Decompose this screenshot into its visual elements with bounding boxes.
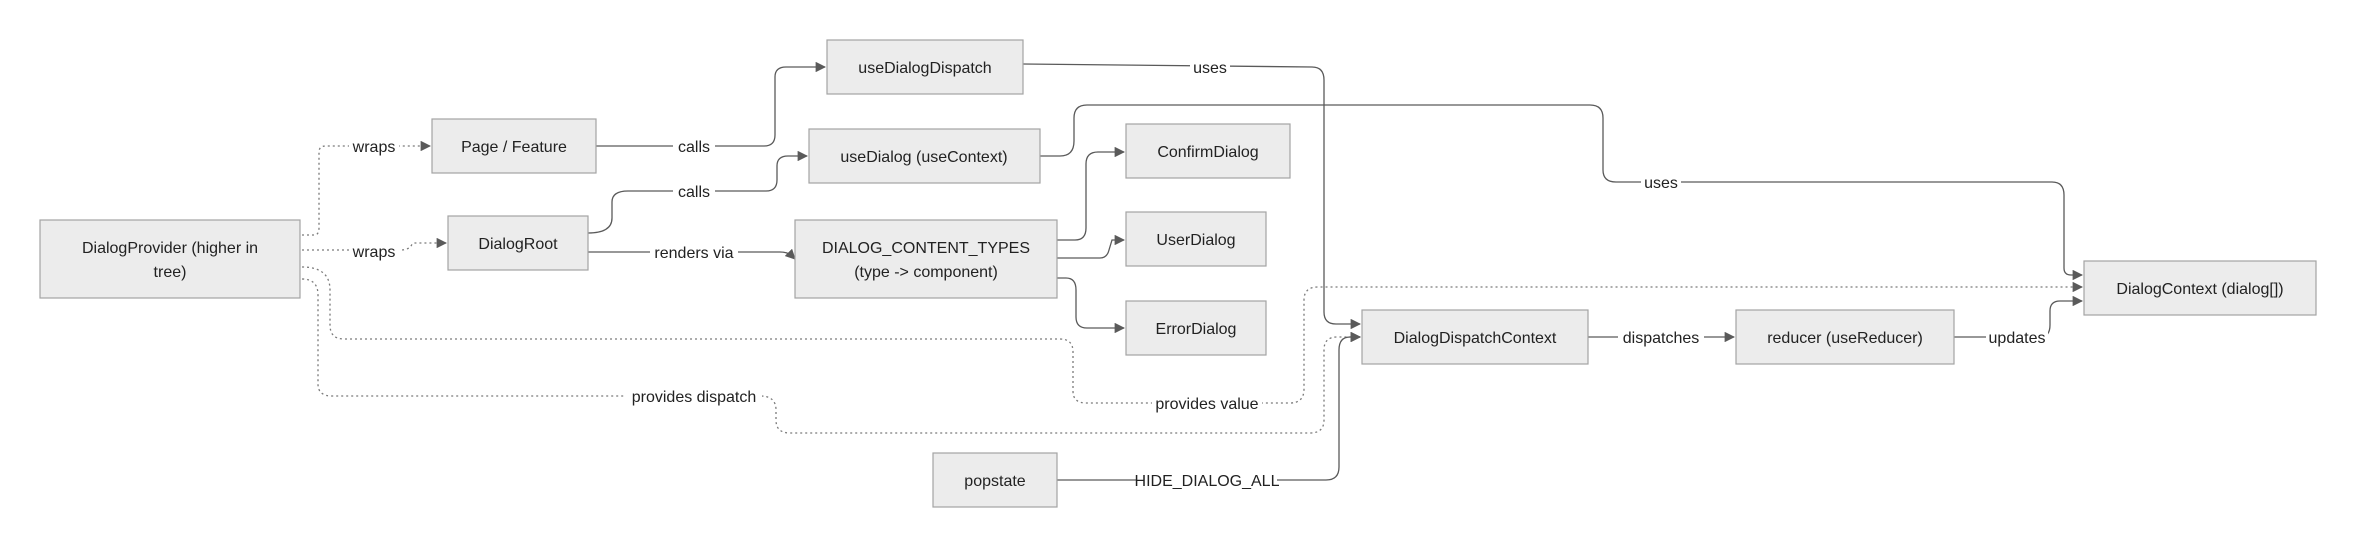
edge-types-confirm [1057, 146, 1126, 241]
svg-text:DialogRoot: DialogRoot [478, 236, 558, 253]
node-dialog-provider: DialogProvider (higher in tree) [39, 219, 301, 299]
svg-text:(type -> component): (type -> component) [854, 264, 998, 281]
svg-text:renders via: renders via [654, 245, 733, 262]
svg-text:UserDialog: UserDialog [1156, 232, 1235, 249]
edge-dialog-hook-uses [1040, 104, 2084, 281]
svg-text:DIALOG_CONTENT_TYPES: DIALOG_CONTENT_TYPES [822, 240, 1030, 257]
node-dialog-content-types: DIALOG_CONTENT_TYPES (type -> component) [794, 219, 1058, 299]
edge-types-user [1057, 234, 1126, 259]
svg-text:dispatches: dispatches [1623, 330, 1700, 347]
svg-text:wraps: wraps [352, 139, 396, 156]
svg-text:popstate: popstate [964, 473, 1025, 490]
label-wraps-root: wraps [349, 240, 399, 262]
label-renders-via: renders via [650, 241, 738, 263]
label-dispatches: dispatches [1618, 326, 1704, 348]
edge-types-error [1057, 277, 1126, 334]
node-use-dialog-dispatch: useDialogDispatch [826, 39, 1024, 95]
label-hide-dialog-all: HIDE_DIALOG_ALL [1135, 469, 1280, 491]
edge-popstate-hide-all [1057, 331, 1362, 481]
label-updates: updates [1986, 326, 2048, 348]
svg-text:reducer (useReducer): reducer (useReducer) [1767, 330, 1923, 347]
label-uses-dispatch: uses [1190, 56, 1230, 78]
svg-text:provides dispatch: provides dispatch [632, 389, 757, 406]
svg-text:wraps: wraps [352, 244, 396, 261]
svg-text:uses: uses [1644, 175, 1678, 192]
label-wraps-page: wraps [349, 135, 399, 157]
node-popstate: popstate [932, 452, 1058, 508]
svg-text:ConfirmDialog: ConfirmDialog [1157, 144, 1258, 161]
svg-text:calls: calls [678, 184, 710, 201]
svg-text:useDialog (useContext): useDialog (useContext) [840, 149, 1007, 166]
svg-text:Page / Feature: Page / Feature [461, 139, 567, 156]
label-calls-dialog: calls [673, 180, 715, 202]
node-error-dialog: ErrorDialog [1125, 300, 1267, 356]
label-calls-dispatch: calls [673, 135, 715, 157]
svg-text:HIDE_DIALOG_ALL: HIDE_DIALOG_ALL [1135, 473, 1280, 490]
edge-page-calls-dispatch [596, 61, 827, 147]
node-page-feature: Page / Feature [431, 118, 597, 174]
svg-text:provides value: provides value [1155, 396, 1258, 413]
svg-text:tree): tree) [154, 264, 187, 281]
label-provides-value: provides value [1152, 392, 1262, 414]
label-provides-dispatch: provides dispatch [626, 385, 762, 407]
node-use-dialog: useDialog (useContext) [808, 128, 1041, 184]
label-uses-context: uses [1641, 171, 1681, 193]
edge-provider-provides-value [301, 266, 2084, 404]
svg-text:updates: updates [1989, 330, 2046, 347]
node-dialog-context: DialogContext (dialog[]) [2083, 260, 2317, 316]
svg-text:DialogProvider (higher in: DialogProvider (higher in [82, 240, 258, 257]
svg-text:DialogContext (dialog[]): DialogContext (dialog[]) [2116, 281, 2283, 298]
svg-text:useDialogDispatch: useDialogDispatch [858, 60, 991, 77]
edge-provider-wraps-page [302, 140, 432, 236]
edge-dispatch-hook-uses [1022, 63, 1362, 330]
svg-text:ErrorDialog: ErrorDialog [1156, 321, 1237, 338]
svg-text:DialogDispatchContext: DialogDispatchContext [1394, 330, 1557, 347]
edge-provider-provides-dispatch [301, 278, 1362, 434]
node-dialog-root: DialogRoot [447, 215, 589, 271]
node-user-dialog: UserDialog [1125, 211, 1267, 267]
edge-labels: wraps wraps calls calls renders via uses… [349, 56, 2048, 491]
svg-text:uses: uses [1193, 60, 1227, 77]
node-reducer: reducer (useReducer) [1735, 309, 1955, 365]
edge-root-renders-via [588, 248, 796, 260]
edge-root-calls-dialog [587, 150, 809, 234]
nodes: DialogProvider (higher in tree) Page / F… [39, 39, 2317, 508]
edge-provider-wraps-root [302, 237, 448, 251]
node-dialog-dispatch-context: DialogDispatchContext [1361, 309, 1589, 365]
node-confirm-dialog: ConfirmDialog [1125, 123, 1291, 179]
svg-text:calls: calls [678, 139, 710, 156]
